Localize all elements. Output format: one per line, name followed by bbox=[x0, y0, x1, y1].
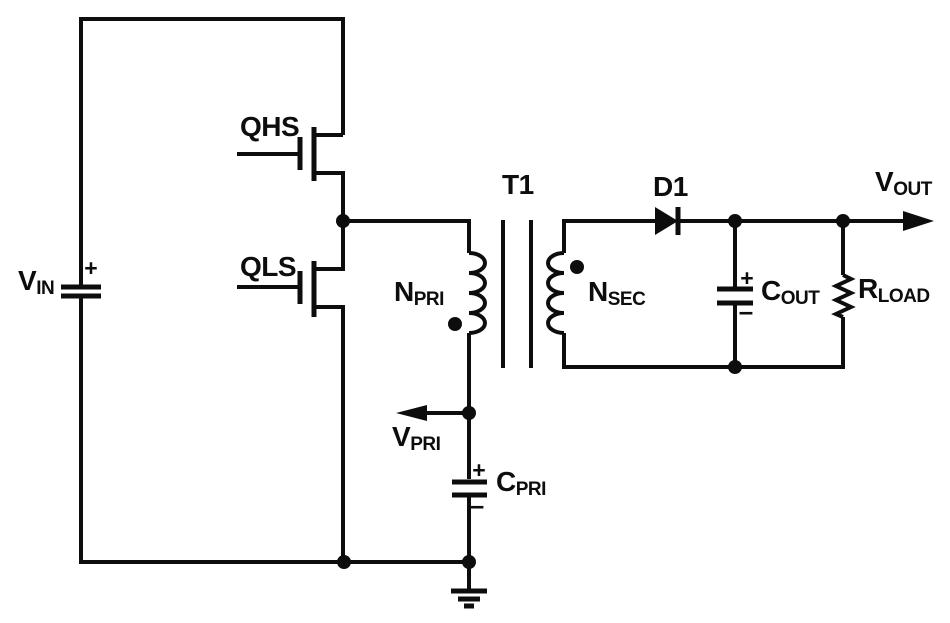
vin-label-main: V bbox=[18, 265, 37, 296]
t1-secondary-winding bbox=[546, 251, 565, 335]
transformer-t1 bbox=[468, 220, 565, 368]
d1-label-main: D1 bbox=[653, 171, 688, 202]
t1-secondary-polarity-dot bbox=[570, 260, 584, 274]
qhs-source-lead bbox=[314, 171, 345, 221]
wire-input-rail bbox=[79, 17, 345, 285]
cpri-label-main: C bbox=[496, 466, 516, 497]
label-d1: D1 bbox=[653, 173, 688, 201]
cpri-plus-sign: + bbox=[472, 456, 486, 483]
resistor-rload bbox=[831, 221, 856, 319]
wire-secondary-top bbox=[562, 219, 655, 253]
cout-plus-sign: + bbox=[740, 264, 754, 291]
wire-switch-node-to-primary bbox=[343, 219, 471, 253]
qls-drain-lead bbox=[314, 221, 345, 271]
t1-primary-polarity-dot bbox=[448, 317, 462, 331]
cpri-minus-sign: – bbox=[469, 490, 485, 520]
capacitor-cout bbox=[717, 221, 753, 367]
qhs-label-main: QHS bbox=[240, 111, 300, 142]
cout-minus-sign: – bbox=[738, 296, 754, 326]
source-vin bbox=[61, 284, 101, 299]
npri-label-sub: PRI bbox=[413, 289, 445, 310]
cout-label-main: C bbox=[761, 275, 781, 306]
vpri-label-sub: PRI bbox=[410, 434, 441, 455]
junction-cout-top bbox=[728, 214, 742, 228]
nsec-label-sub: SEC bbox=[607, 289, 646, 310]
junction-rload-top bbox=[836, 214, 850, 228]
junction-cpri-ground bbox=[462, 555, 476, 569]
vout-label-main: V bbox=[875, 166, 894, 197]
vpri-label-main: V bbox=[392, 421, 411, 452]
npri-label-main: N bbox=[394, 276, 414, 307]
rload-label-sub: LOAD bbox=[877, 286, 930, 307]
label-qls: QLS bbox=[240, 251, 297, 282]
qls-source-lead bbox=[314, 305, 345, 562]
rload-label-main: R bbox=[858, 273, 878, 304]
vout-label-sub: OUT bbox=[893, 179, 932, 200]
qls-label-main: QLS bbox=[240, 251, 297, 282]
wire-secondary-bottom-rail bbox=[562, 317, 845, 369]
vout-arrowhead bbox=[903, 211, 934, 231]
capacitor-cpri bbox=[452, 479, 487, 498]
junction-switch-node bbox=[336, 214, 350, 228]
d1-anode-triangle bbox=[655, 207, 678, 235]
vin-label-sub: IN bbox=[36, 278, 55, 299]
cout-label-sub: OUT bbox=[780, 288, 820, 309]
vpri-arrowhead bbox=[396, 405, 427, 421]
mosfet-qls bbox=[237, 221, 345, 562]
label-qhs: QHS bbox=[240, 111, 300, 142]
label-t1: T1 bbox=[502, 171, 534, 199]
t1-primary-winding bbox=[468, 251, 487, 335]
nsec-label-main: N bbox=[588, 276, 608, 307]
rload-zigzag bbox=[831, 273, 856, 319]
mosfet-qhs bbox=[237, 127, 345, 221]
t1-label-main: T1 bbox=[502, 169, 534, 200]
vin-plus-sign: + bbox=[84, 254, 98, 281]
junction-cout-bottom bbox=[728, 360, 742, 374]
junction-vpri-node bbox=[462, 406, 476, 420]
cpri-label-sub: PRI bbox=[515, 479, 547, 500]
junction-qls-source-rail bbox=[337, 555, 351, 569]
